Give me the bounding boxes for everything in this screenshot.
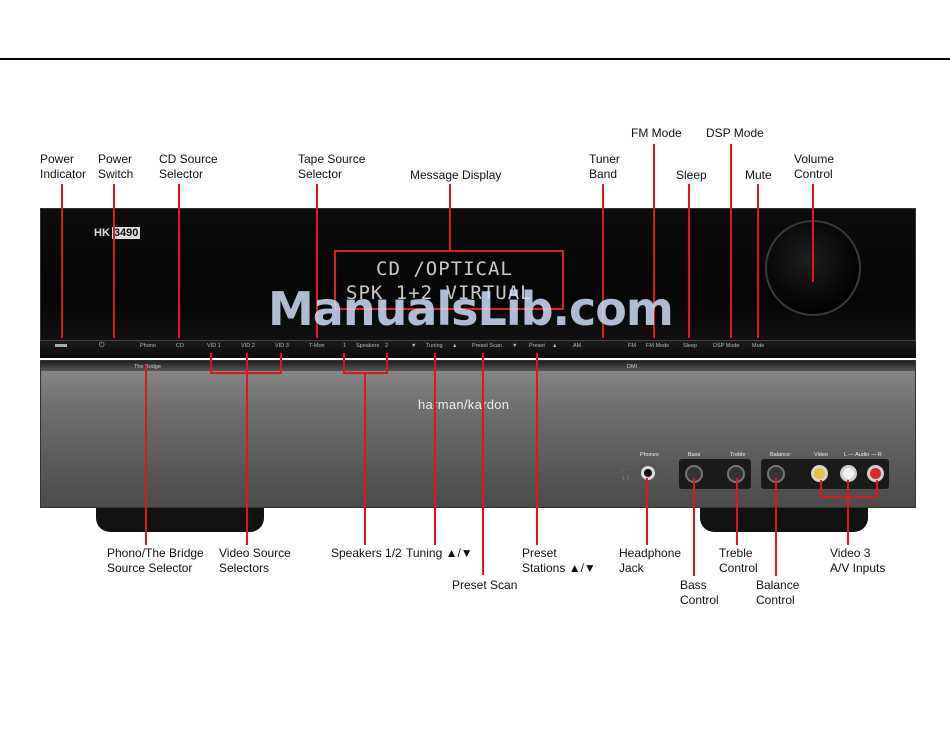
- headphone-icon: 🎧: [620, 470, 632, 480]
- leader-tuner-band: [602, 184, 604, 338]
- brand-logo: harman/kardon: [418, 397, 510, 412]
- message-display-screen: CD /OPTICAL SPK 1+2 VIRTUAL: [334, 250, 564, 310]
- leader-headphone: [646, 478, 648, 545]
- callout-sleep: Sleep: [676, 168, 707, 182]
- mute-button[interactable]: Mute: [752, 343, 765, 349]
- leader-tuning: [434, 353, 436, 545]
- leader-tape-source: [316, 184, 318, 338]
- preset-label: Preset: [529, 343, 545, 349]
- leader-vid1: [210, 353, 212, 373]
- display-line-2: SPK 1+2 VIRTUAL: [346, 282, 533, 304]
- video-input-jack[interactable]: [811, 465, 828, 482]
- left-foot: [96, 508, 264, 532]
- leader-spk2: [386, 353, 388, 373]
- dmi-label: DMI: [627, 364, 638, 370]
- leader-power-switch: [113, 184, 115, 338]
- am-button[interactable]: AM: [573, 343, 582, 349]
- tmon-button[interactable]: T-Mon: [309, 343, 325, 349]
- speakers-label: Speakers: [356, 343, 380, 349]
- cd-button[interactable]: CD: [176, 343, 184, 349]
- leader-audio-r-jack: [876, 480, 878, 497]
- balance-label: Balance: [770, 452, 790, 458]
- sleep-button[interactable]: Sleep: [683, 343, 698, 349]
- preset-down-icon[interactable]: ▼: [512, 343, 518, 349]
- vid2-button[interactable]: VID 2: [241, 343, 255, 349]
- the-bridge-label: The Bridge: [134, 364, 161, 370]
- video-label: Video: [814, 452, 828, 458]
- leader-treble: [736, 478, 738, 545]
- preset-up-icon[interactable]: ▲: [552, 343, 558, 349]
- manualslib-watermark: ManualsLib.com: [268, 282, 674, 336]
- leader-power-indicator: [61, 184, 63, 338]
- fm-mode-button[interactable]: FM Mode: [646, 343, 670, 349]
- leader-av-inputs: [847, 480, 849, 545]
- preset-scan-button[interactable]: Preset Scan: [472, 343, 502, 349]
- leader-spk1: [343, 353, 345, 373]
- audio-label: L — Audio — R: [844, 452, 882, 458]
- leader-preset-stations: [536, 353, 538, 545]
- callout-message-display: Message Display: [410, 168, 502, 182]
- phono-button[interactable]: Phono: [140, 343, 156, 349]
- leader-vid3: [280, 353, 282, 373]
- power-indicator-led: [55, 344, 67, 347]
- leader-video-selectors: [246, 372, 248, 545]
- speakers-1-button[interactable]: 1: [343, 343, 347, 349]
- tuning-up-icon[interactable]: ▲: [452, 343, 458, 349]
- right-foot: [700, 508, 868, 532]
- leader-volume: [812, 184, 814, 282]
- callout-dsp-mode: DSP Mode: [706, 126, 764, 140]
- leader-speakers: [364, 372, 366, 545]
- leader-fm-mode: [653, 144, 655, 338]
- leader-cd-source: [178, 184, 180, 338]
- audio-right-jack[interactable]: [867, 465, 884, 482]
- top-rule: [0, 58, 950, 60]
- leader-sleep: [688, 184, 690, 338]
- callout-speakers: Speakers 1/2: [331, 546, 402, 560]
- leader-preset-scan: [482, 353, 484, 575]
- display-line-1: CD /OPTICAL: [376, 258, 513, 280]
- leader-dsp-mode: [730, 144, 732, 338]
- treble-label: Treble: [730, 452, 746, 458]
- dsp-mode-button[interactable]: DSP Mode: [713, 343, 740, 349]
- phones-label: Phones: [640, 452, 659, 458]
- leader-balance: [775, 478, 777, 576]
- fm-button[interactable]: FM: [628, 343, 636, 349]
- leader-video-jack: [820, 480, 822, 497]
- callout-preset-scan: Preset Scan: [452, 578, 518, 592]
- vid3-button[interactable]: VID 3: [275, 343, 289, 349]
- callout-tuning: Tuning ▲/▼: [406, 546, 473, 560]
- callout-mute: Mute: [745, 168, 772, 182]
- leader-av-bracket: [820, 496, 878, 498]
- bass-label: Bass: [688, 452, 701, 458]
- leader-message-display: [449, 184, 451, 250]
- vid1-button[interactable]: VID 1: [207, 343, 221, 349]
- tuning-down-icon[interactable]: ▼: [411, 343, 417, 349]
- tuning-label: Tuning: [426, 343, 443, 349]
- button-strip: [40, 340, 916, 358]
- leader-bass: [693, 478, 695, 576]
- power-switch-icon[interactable]: ⏻: [99, 342, 105, 349]
- callout-fm-mode: FM Mode: [631, 126, 682, 140]
- leader-mute: [757, 184, 759, 338]
- leader-phono-bridge: [145, 365, 147, 545]
- speakers-2-button[interactable]: 2: [385, 343, 389, 349]
- leader-vid2: [246, 353, 248, 373]
- headphone-jack-hole: [644, 469, 652, 477]
